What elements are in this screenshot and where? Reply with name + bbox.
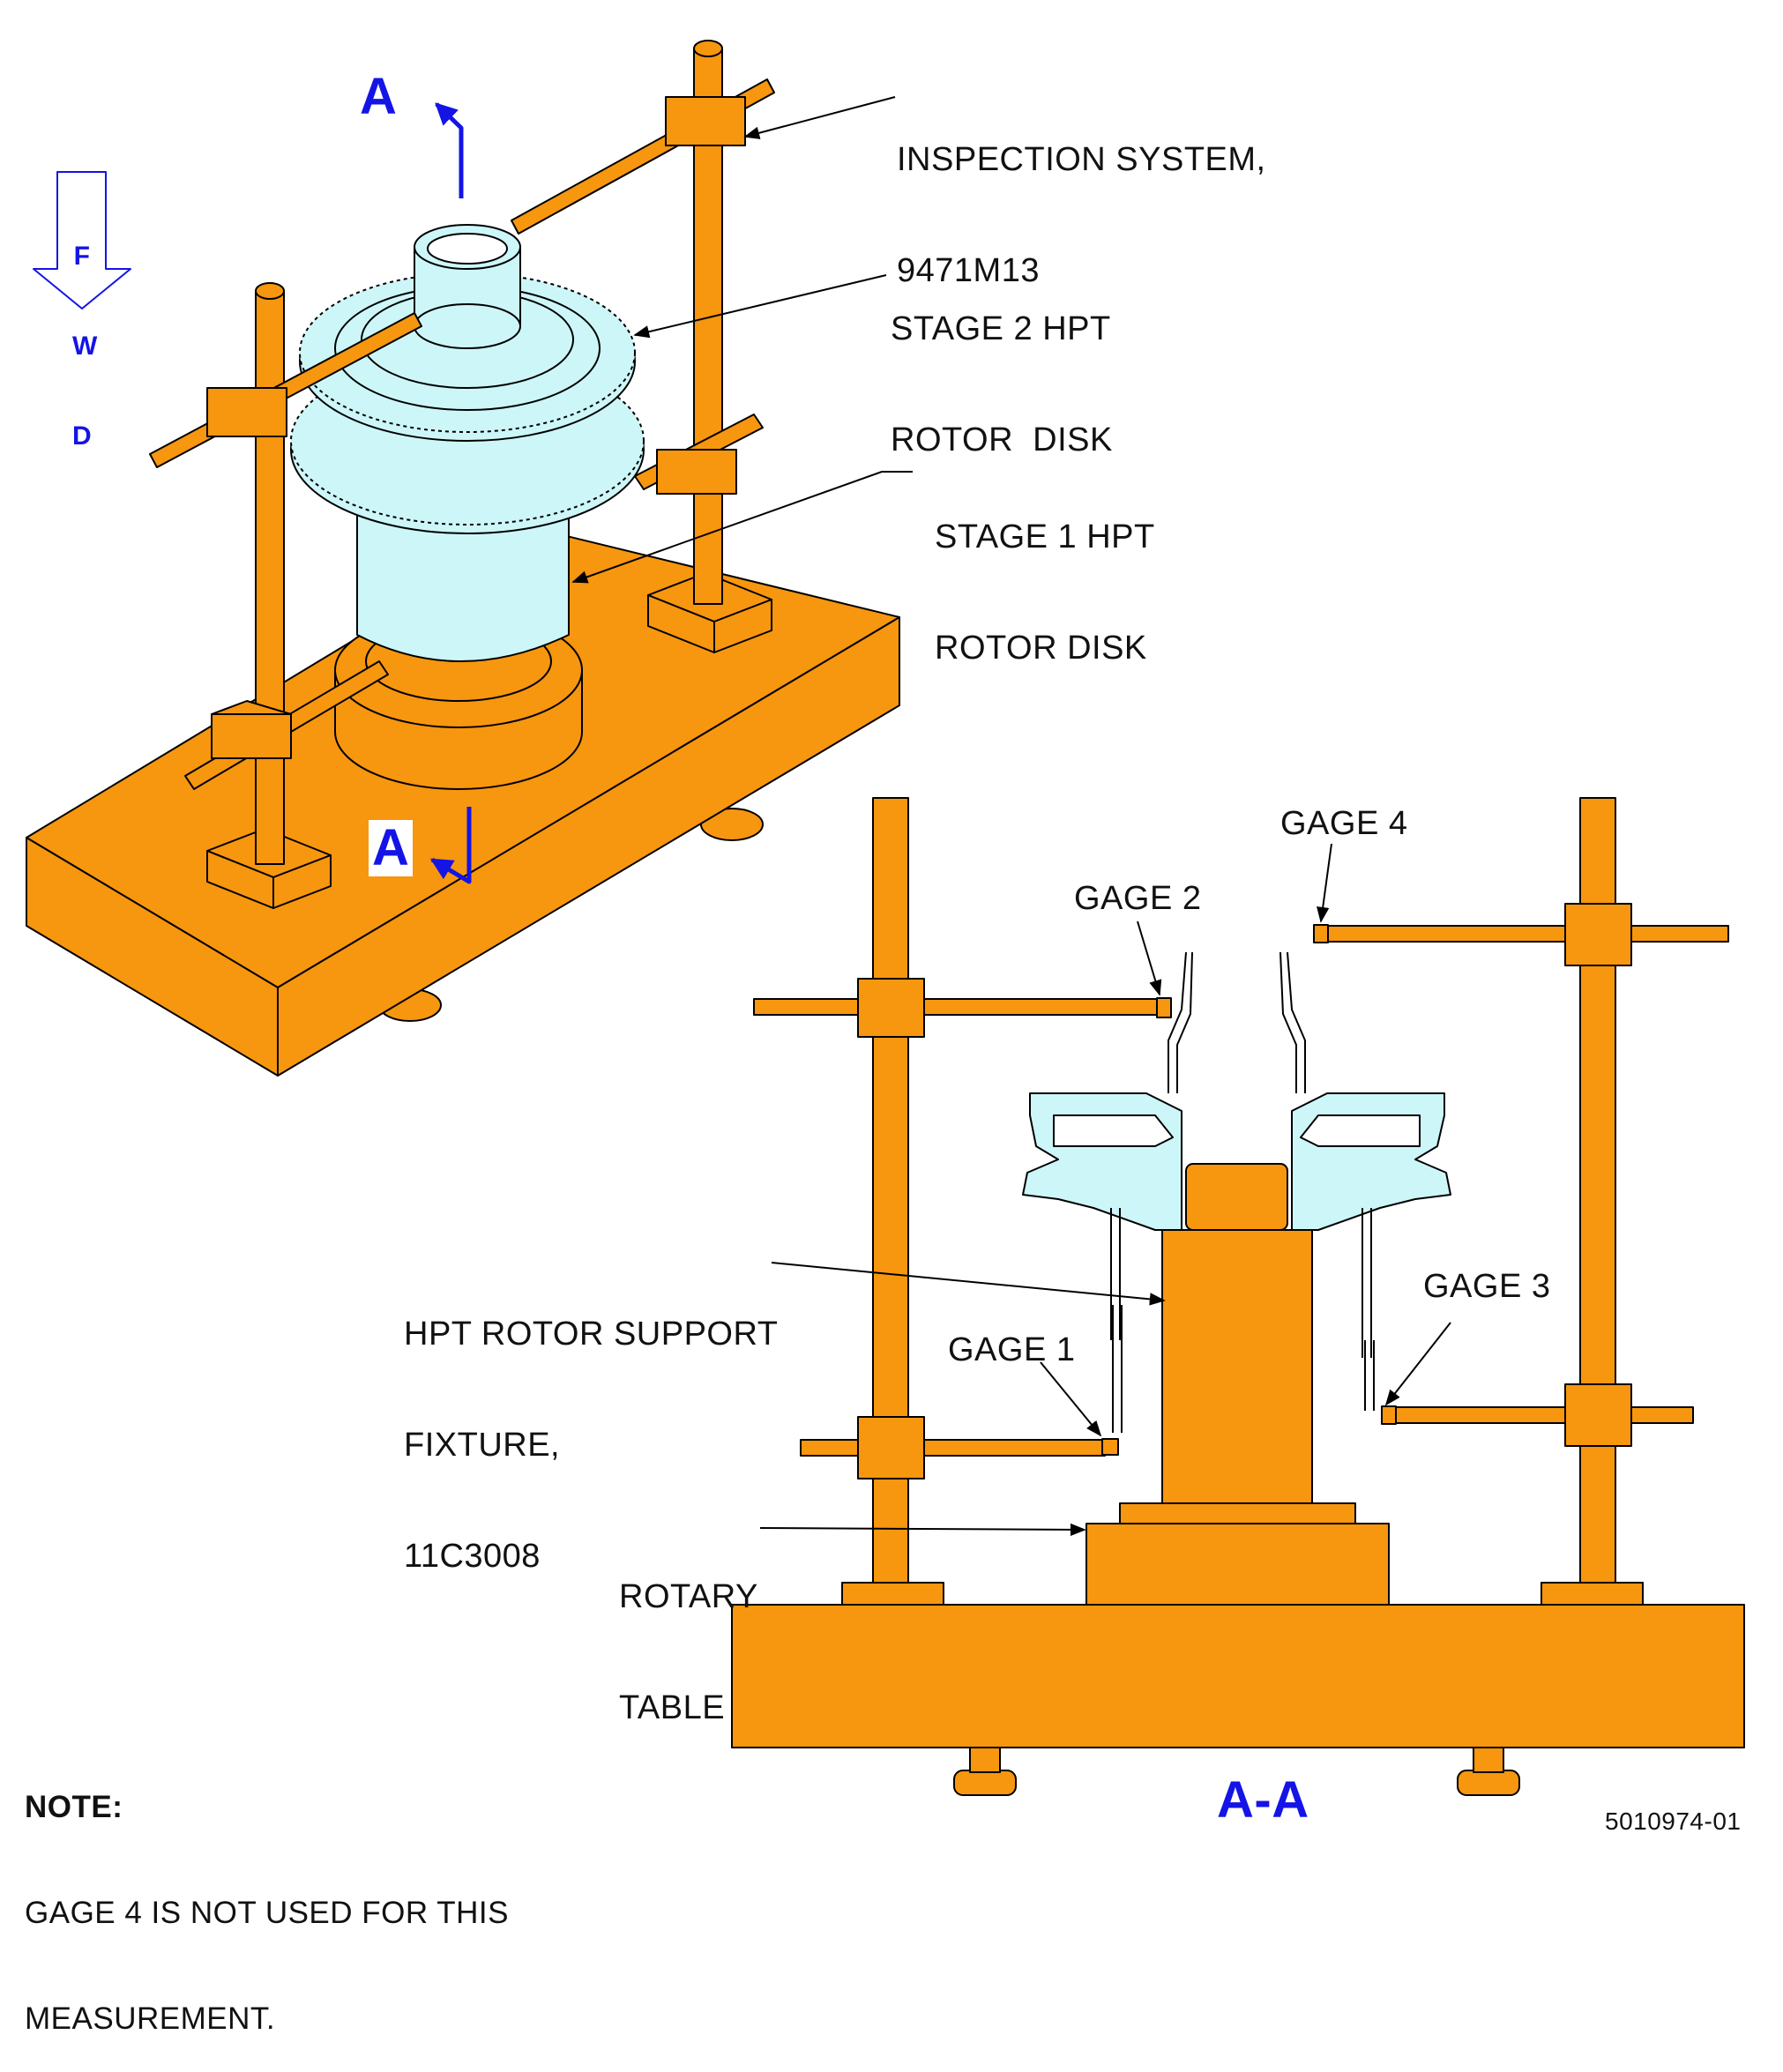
note-line-2: MEASUREMENT. (25, 2001, 276, 2036)
section-cut-line (429, 102, 472, 884)
arm-gage3 (1392, 1406, 1694, 1424)
label-gage2: GAGE 2 (1074, 880, 1202, 917)
section-support-fixture (1161, 1229, 1313, 1504)
gage1-tip (1101, 1438, 1119, 1456)
gage4-tip (1313, 924, 1329, 943)
base-side (277, 616, 900, 1077)
arm-upper-front (149, 312, 422, 468)
note-block: NOTE: GAGE 4 IS NOT USED FOR THIS MEASUR… (25, 1719, 509, 2072)
section-rotary-table (1085, 1523, 1390, 1606)
label-inspection-system: INSPECTION SYSTEM, 9471M13 (897, 141, 1266, 289)
rotor-section-left (1022, 951, 1193, 1433)
label-stage2-disk: STAGE 2 HPT ROTOR DISK (891, 310, 1113, 458)
arm-lower-front (184, 660, 389, 790)
section-marker-top: A (360, 68, 398, 125)
note-line-1: GAGE 4 IS NOT USED FOR THIS (25, 1896, 509, 1930)
section-foot-right (1457, 1770, 1520, 1796)
rotor-section-right (1279, 951, 1451, 1411)
isometric-view (26, 40, 900, 1077)
section-marker-bottom: A (369, 820, 414, 876)
label-gage1: GAGE 1 (948, 1331, 1076, 1368)
post-front (255, 290, 285, 865)
stage1-disk-iso (356, 493, 570, 662)
fwd-arrow-icon (33, 171, 131, 309)
fwd-label: F W D (72, 242, 98, 451)
leader-lines (571, 96, 1451, 1537)
gage2-tip (1156, 997, 1172, 1018)
note-title: NOTE: (25, 1790, 123, 1824)
label-gage3: GAGE 3 (1423, 1268, 1551, 1305)
gage3-tip (1381, 1405, 1397, 1425)
section-view (731, 797, 1745, 1796)
arm-gage1 (800, 1439, 1106, 1457)
section-title: A-A (1217, 1771, 1309, 1829)
inspection-setup-figure (26, 40, 1745, 1796)
arm-gage2 (753, 998, 1160, 1016)
label-gage4: GAGE 4 (1280, 805, 1408, 842)
label-support-fixture: HPT ROTOR SUPPORT FIXTURE, 11C3008 (404, 1315, 779, 1575)
figure-id: 5010974-01 (1605, 1807, 1742, 1835)
arm-gage4 (1326, 925, 1729, 943)
arm-lower-back (634, 414, 764, 495)
section-base (731, 1604, 1745, 1748)
arm-upper-back (511, 78, 775, 235)
label-rotary-table: ROTARY TABLE (619, 1578, 758, 1726)
section-foot-left (953, 1770, 1017, 1796)
label-stage1-disk: STAGE 1 HPT ROTOR DISK (935, 518, 1155, 667)
